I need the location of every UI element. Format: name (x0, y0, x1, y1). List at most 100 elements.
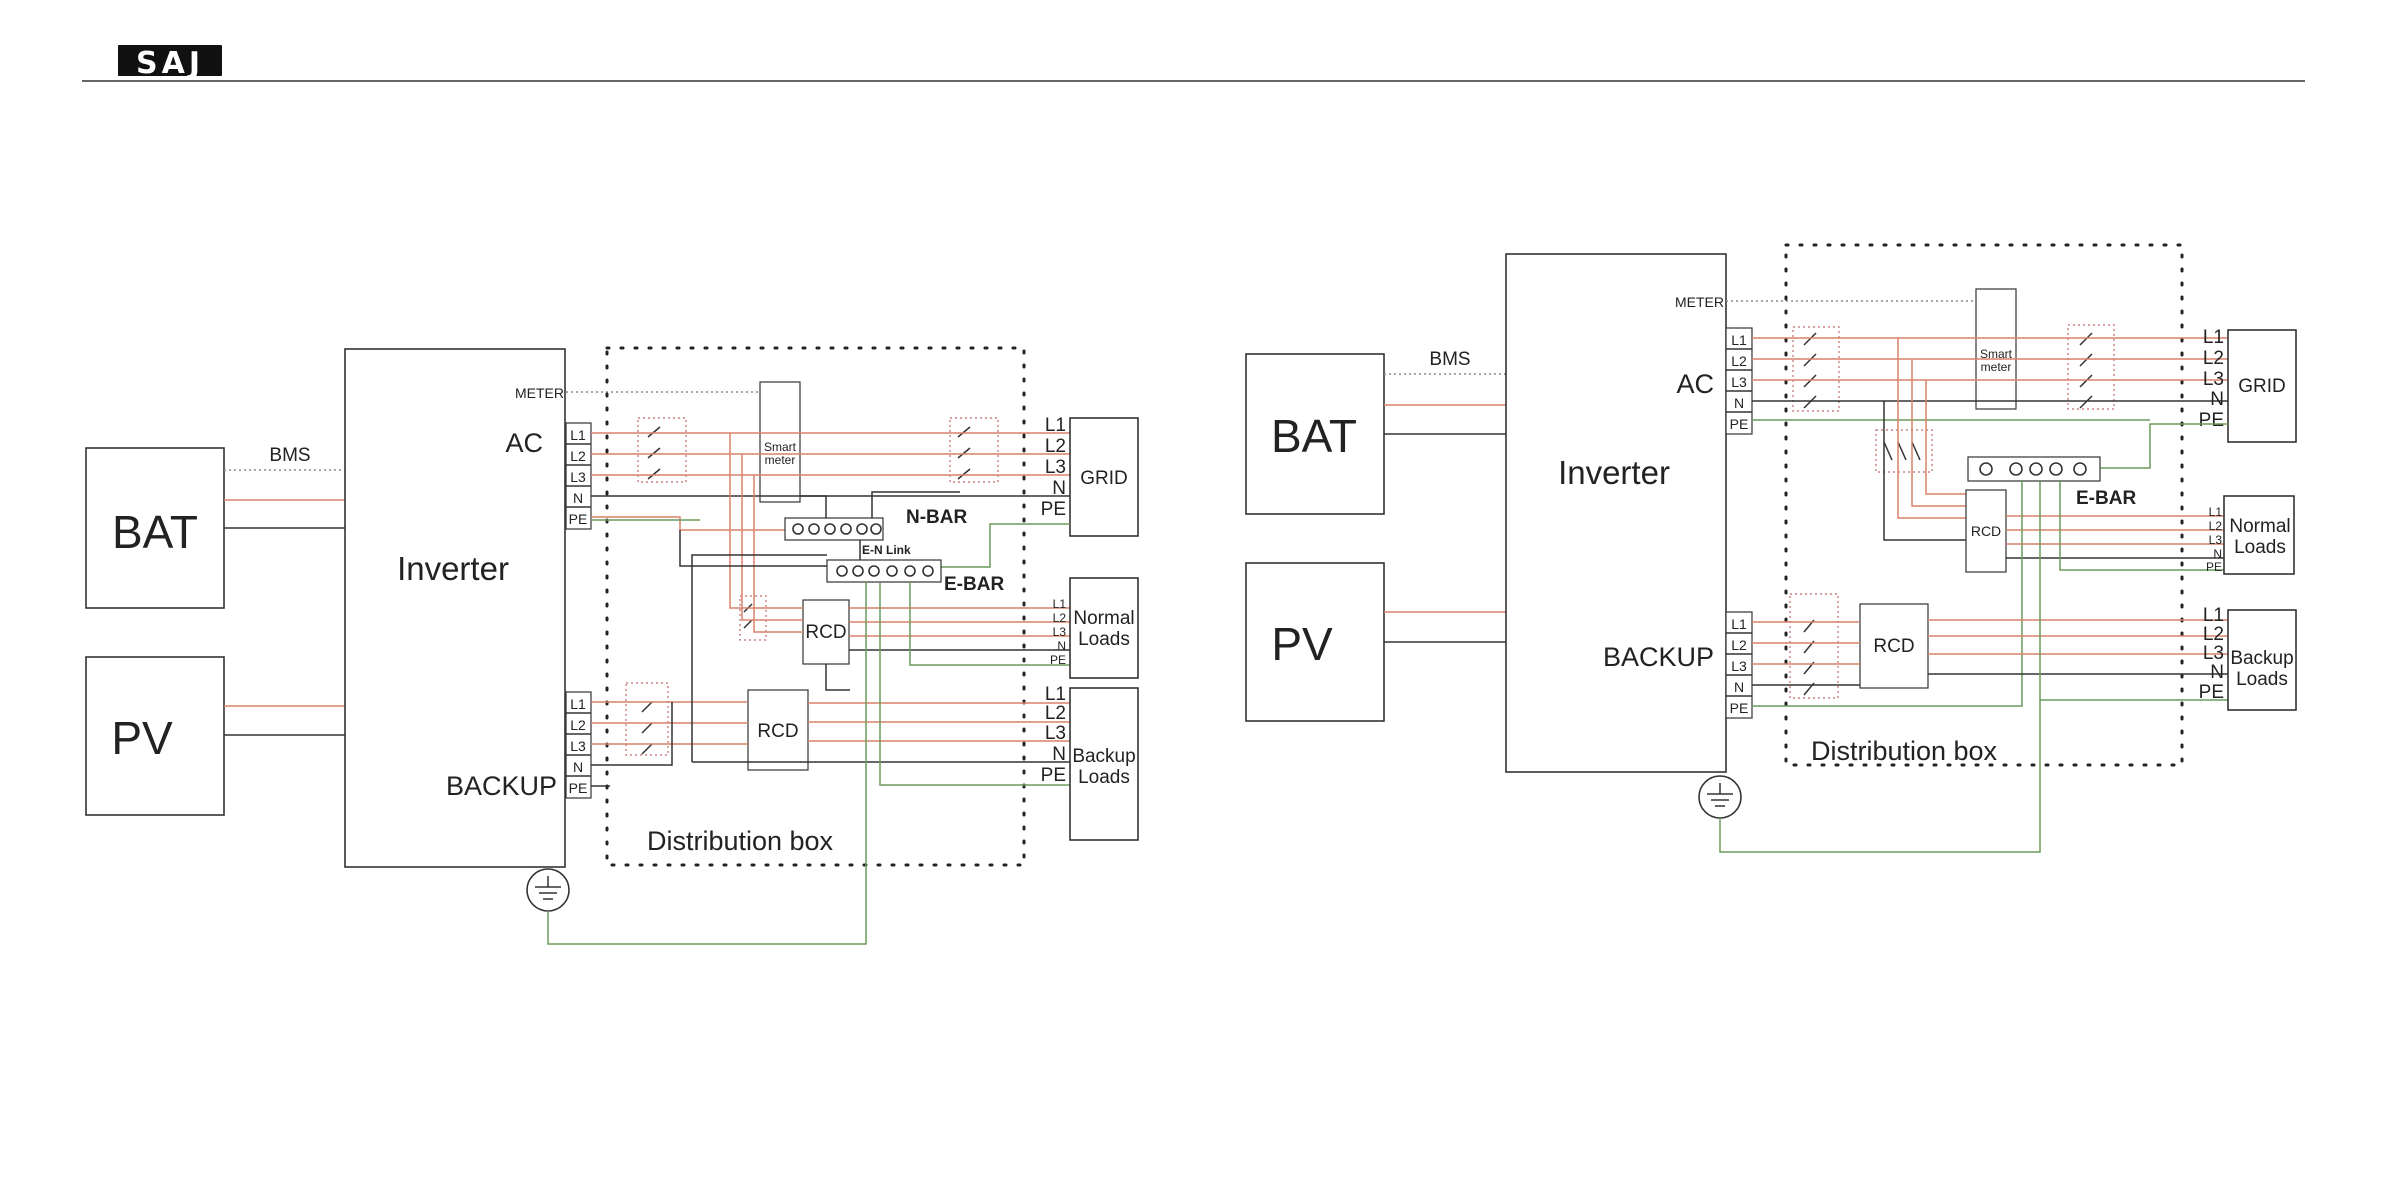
inverter-box (344, 348, 566, 868)
grid-terminal-pe: PE (1041, 499, 1066, 520)
rcd-top-label-right: RCD (1971, 523, 2001, 539)
grid-terminal-pe-right: PE (2199, 410, 2224, 431)
backup-loads-label-2: Loads (1078, 767, 1130, 788)
smart-meter-label-2: meter (765, 453, 796, 467)
normal-loads-box (1069, 577, 1139, 679)
backup-load-terminal-pe-right: PE (2199, 682, 2224, 703)
backup-terminal-l1: L1 (570, 696, 586, 712)
logo-text: SAJ (136, 46, 204, 81)
normal-terminal-n-right: N (2213, 547, 2222, 561)
backup-loads-label-2-right: Loads (2236, 669, 2288, 690)
grid-terminal-n: N (1052, 478, 1066, 499)
inverter-label-right: Inverter (1558, 454, 1670, 491)
ac-terminal-l2-right: L2 (1731, 353, 1747, 369)
backup-loads-label-1-right: Backup (2230, 648, 2293, 669)
grid-terminal-n-right: N (2210, 389, 2224, 410)
grid-box (1069, 417, 1139, 537)
inverter-label: Inverter (397, 550, 509, 587)
backup-loads-label-1: Backup (1072, 746, 1135, 767)
backup-terminal-l2: L2 (570, 717, 586, 733)
grid-terminal-l1: L1 (1045, 415, 1066, 436)
ac-terminal-block-right: L1 L2 L3 N PE (1725, 327, 1753, 435)
ac-terminal-l2: L2 (570, 448, 586, 464)
ac-label: AC (505, 428, 543, 458)
e-bar-right (1967, 456, 2101, 482)
normal-terminal-pe: PE (1050, 653, 1066, 667)
grid-box-right (2227, 329, 2297, 443)
n-bar (784, 517, 884, 541)
normal-terminal-l3: L3 (1053, 625, 1067, 639)
distribution-box-outline-right (1784, 243, 2184, 767)
pv-box-right (1245, 562, 1385, 722)
rcd-top-box (802, 599, 850, 665)
ac-terminal-l3-right: L3 (1731, 374, 1747, 390)
backup-terminal-block: L1 L2 L3 N PE (565, 691, 592, 799)
backup-terminal-n: N (573, 759, 583, 775)
smart-meter-label-2-right: meter (1981, 360, 2012, 374)
bms-label: BMS (269, 445, 310, 466)
smart-meter-box-right (1975, 288, 2017, 410)
earth-symbol-left (526, 868, 570, 912)
backup-terminal-l1-right: L1 (1731, 616, 1747, 632)
smart-meter-label-1-right: Smart (1980, 347, 2013, 361)
pv-label: PV (111, 712, 173, 764)
grid-terminal-l3: L3 (1045, 457, 1066, 478)
normal-loads-label-1: Normal (1073, 608, 1134, 629)
ac-terminal-pe-right: PE (1730, 416, 1749, 432)
meter-label: METER (515, 385, 564, 401)
backup-label-right: BACKUP (1603, 642, 1714, 672)
ac-terminal-l1-right: L1 (1731, 332, 1747, 348)
backup-load-terminal-l2: L2 (1045, 703, 1066, 724)
diagram-right: BAT PV BMS Inverter AC BACKUP METER L1 L… (1245, 243, 2297, 853)
normal-terminal-l1-right: L1 (2209, 505, 2223, 519)
e-bar-label: E-BAR (944, 574, 1004, 595)
normal-terminal-pe-right: PE (2206, 560, 2222, 574)
grid-label: GRID (1080, 468, 1128, 489)
normal-terminal-l2: L2 (1053, 611, 1067, 625)
distribution-box-label: Distribution box (647, 826, 834, 856)
normal-loads-label-1-right: Normal (2229, 516, 2290, 537)
smart-meter-label-1: Smart (764, 440, 797, 454)
backup-label: BACKUP (446, 771, 557, 801)
normal-loads-box-right (2223, 495, 2295, 575)
backup-load-terminal-n: N (1052, 744, 1066, 765)
backup-load-terminal-l2-right: L2 (2203, 624, 2224, 645)
backup-terminal-block-right: L1 L2 L3 N PE (1725, 611, 1753, 719)
bat-box (85, 447, 225, 609)
pv-box (85, 656, 225, 816)
bat-box-right (1245, 353, 1385, 515)
grid-terminal-l2: L2 (1045, 436, 1066, 457)
backup-terminal-pe: PE (569, 780, 588, 796)
backup-load-terminal-l3: L3 (1045, 723, 1066, 744)
backup-terminal-pe-right: PE (1730, 700, 1749, 716)
saj-logo: SAJ (118, 45, 222, 81)
ac-terminal-n-right: N (1734, 395, 1744, 411)
ac-terminal-l1: L1 (570, 427, 586, 443)
rcd-bottom-box (747, 689, 809, 771)
grid-terminal-l1-right: L1 (2203, 327, 2224, 348)
backup-load-terminal-l1: L1 (1045, 684, 1066, 705)
backup-load-terminal-l3-right: L3 (2203, 643, 2224, 664)
bms-label-right: BMS (1429, 349, 1470, 370)
grid-terminal-l2-right: L2 (2203, 348, 2224, 369)
normal-terminal-l2-right: L2 (2209, 519, 2223, 533)
backup-loads-box-right (2227, 609, 2297, 711)
grid-label-right: GRID (2238, 376, 2286, 397)
bat-label: BAT (112, 506, 198, 558)
meter-label-right: METER (1675, 294, 1724, 310)
backup-load-terminal-pe: PE (1041, 765, 1066, 786)
normal-terminal-l1: L1 (1053, 597, 1067, 611)
backup-loads-box (1069, 687, 1139, 841)
backup-terminal-n-right: N (1734, 679, 1744, 695)
rcd-bottom-label-right: RCD (1873, 636, 1914, 657)
backup-terminal-l3-right: L3 (1731, 658, 1747, 674)
ac-terminal-n: N (573, 490, 583, 506)
normal-loads-label-2-right: Loads (2234, 537, 2286, 558)
inverter-box-right (1505, 253, 1727, 773)
backup-load-terminal-l1-right: L1 (2203, 605, 2224, 626)
e-n-link-label: E-N Link (862, 543, 911, 557)
e-bar (826, 559, 942, 583)
normal-loads-label-2: Loads (1078, 629, 1130, 650)
